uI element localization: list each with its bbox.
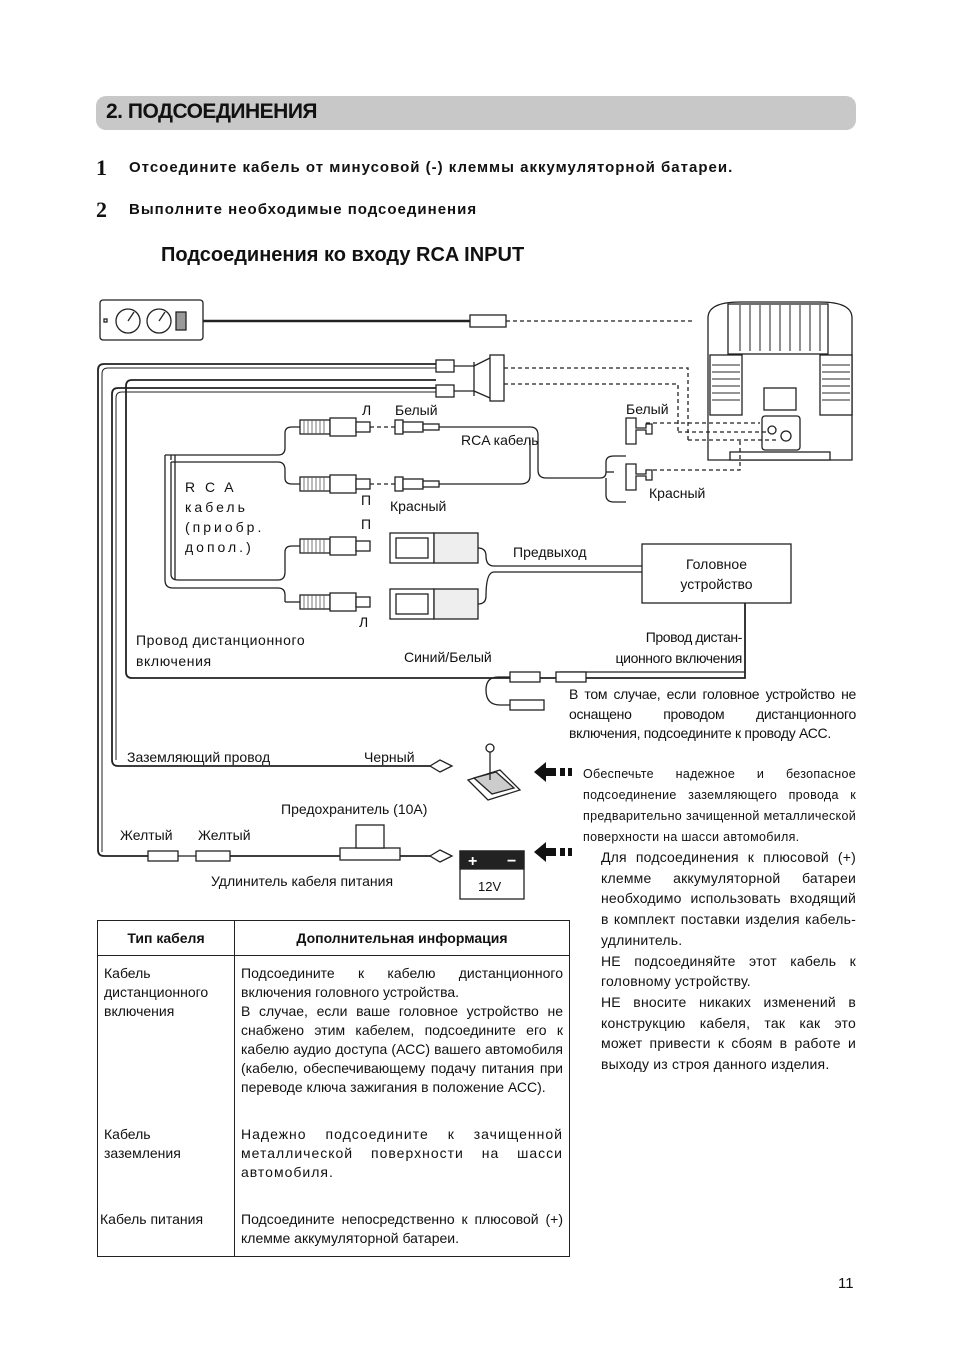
svg-text:+: +	[468, 853, 477, 870]
label-preout: Предвыход	[513, 544, 587, 560]
table-header-row: Тип кабеля Дополнительная информация	[97, 920, 570, 956]
table-row: Кабель дистанционного включения Подсоеди…	[97, 955, 570, 1117]
rca-plug-icons	[299, 417, 371, 612]
page-number: 11	[838, 1275, 854, 1292]
label-head-unit: Головное устройство	[680, 556, 753, 592]
label-white-left: Белый	[395, 402, 438, 418]
label-red-right: Красный	[649, 485, 706, 501]
step-text-1: Отсоедините кабель от минусовой (-) клем…	[129, 159, 734, 176]
table-cell-type: Кабель питания	[97, 1202, 235, 1257]
preout-socket-icons	[389, 532, 479, 620]
label-black: Черный	[364, 749, 415, 765]
label-l-top: Л	[362, 402, 372, 418]
label-p1: П	[361, 492, 372, 508]
cable-info-table: Тип кабеля Дополнительная информация Каб…	[97, 920, 570, 1257]
label-rca-box: R C A кабель (приобр. допол.)	[185, 479, 265, 555]
chassis-bolt-icon	[466, 743, 522, 801]
label-rca-cable: RCA кабель	[461, 432, 539, 448]
subheading: Подсоединения ко входу RCA INPUT	[161, 244, 525, 266]
section-header-bar	[96, 96, 856, 130]
label-blue-white: Синий/Белый	[404, 649, 492, 665]
table-cell-type: Кабель дистанционного включения	[97, 955, 235, 1117]
table-cell-info: Надежно подсоедините к зачищенной металл…	[241, 1126, 563, 1180]
battery-voltage: 12V	[478, 879, 502, 894]
svg-text:−: −	[507, 853, 516, 870]
section-title: 2. ПОДСОЕДИНЕНИЯ	[106, 100, 318, 123]
label-remote-left: Провод дистанционного включения	[136, 632, 306, 669]
label-power-extension: Удлинитель кабеля питания	[211, 873, 394, 889]
label-red-left: Красный	[390, 498, 447, 514]
table-cell-type: Кабель заземления	[97, 1117, 235, 1202]
battery-note: Для подсоединения к плюсовой (+) клемме …	[601, 849, 856, 1073]
label-remote-right: Провод дистан- ционного включения	[615, 629, 743, 666]
remote-control-box-icon	[99, 299, 470, 341]
acc-note: В том случае, если головное устройство н…	[569, 686, 856, 741]
table-cell-info: Подсоедините к кабелю дистанционного вкл…	[241, 965, 563, 1095]
ground-note: Обеспечьте надежное и безопасное подсоед…	[583, 767, 856, 844]
label-ground-wire: Заземляющий провод	[127, 749, 271, 765]
label-yellow-2: Желтый	[198, 827, 251, 843]
label-p2: П	[361, 516, 372, 532]
step-number-2: 2	[96, 197, 107, 222]
table-header-info: Дополнительная информация	[234, 920, 570, 956]
step-number-1: 1	[96, 155, 107, 180]
arrow-icons	[534, 762, 572, 862]
table-cell-info: Подсоедините непосредственно к плюсовой …	[241, 1211, 563, 1246]
label-l-bottom: Л	[359, 614, 369, 630]
battery-icon: + −	[459, 850, 525, 900]
label-fuse: Предохранитель (10А)	[281, 801, 428, 817]
table-row: Кабель питания Подсоедините непосредстве…	[97, 1202, 570, 1257]
label-white-right: Белый	[626, 401, 669, 417]
table-header-type: Тип кабеля	[97, 920, 235, 956]
amplifier-unit-icon	[707, 301, 853, 461]
step-text-2: Выполните необходимые подсоединения	[129, 201, 478, 218]
table-row: Кабель заземления Надежно подсоедините к…	[97, 1117, 570, 1202]
label-yellow-1: Желтый	[120, 827, 173, 843]
